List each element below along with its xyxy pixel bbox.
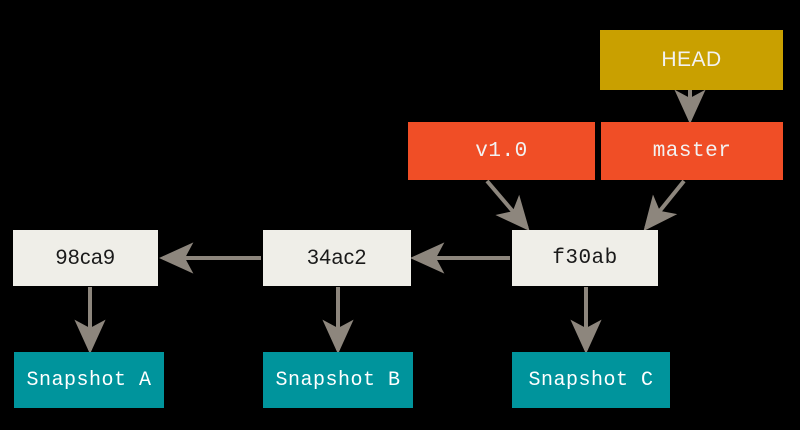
node-tag-label: v1.0 xyxy=(475,139,528,163)
node-commit-34ac2[interactable]: 34ac2 xyxy=(263,230,411,286)
node-head-label: HEAD xyxy=(661,48,722,71)
node-branch-label: master xyxy=(652,139,732,163)
node-branch-master[interactable]: master xyxy=(601,122,783,180)
edge-master-to-f30ab xyxy=(643,179,686,232)
node-snapshot-b[interactable]: Snapshot B xyxy=(263,352,413,408)
node-head[interactable]: HEAD xyxy=(600,30,783,90)
node-snapshot-label: Snapshot B xyxy=(275,368,401,392)
node-commit-label: 34ac2 xyxy=(307,246,367,269)
node-commit-label: 98ca9 xyxy=(55,246,116,269)
node-snapshot-label: Snapshot A xyxy=(26,368,152,392)
node-commit-label: f30ab xyxy=(552,246,618,270)
node-commit-f30ab[interactable]: f30ab xyxy=(512,230,658,286)
node-tag-v1-0[interactable]: v1.0 xyxy=(408,122,595,180)
node-snapshot-a[interactable]: Snapshot A xyxy=(14,352,164,408)
edge-tag-to-f30ab xyxy=(485,179,530,232)
node-snapshot-label: Snapshot C xyxy=(528,368,654,392)
node-snapshot-c[interactable]: Snapshot C xyxy=(512,352,670,408)
node-commit-98ca9[interactable]: 98ca9 xyxy=(13,230,158,286)
